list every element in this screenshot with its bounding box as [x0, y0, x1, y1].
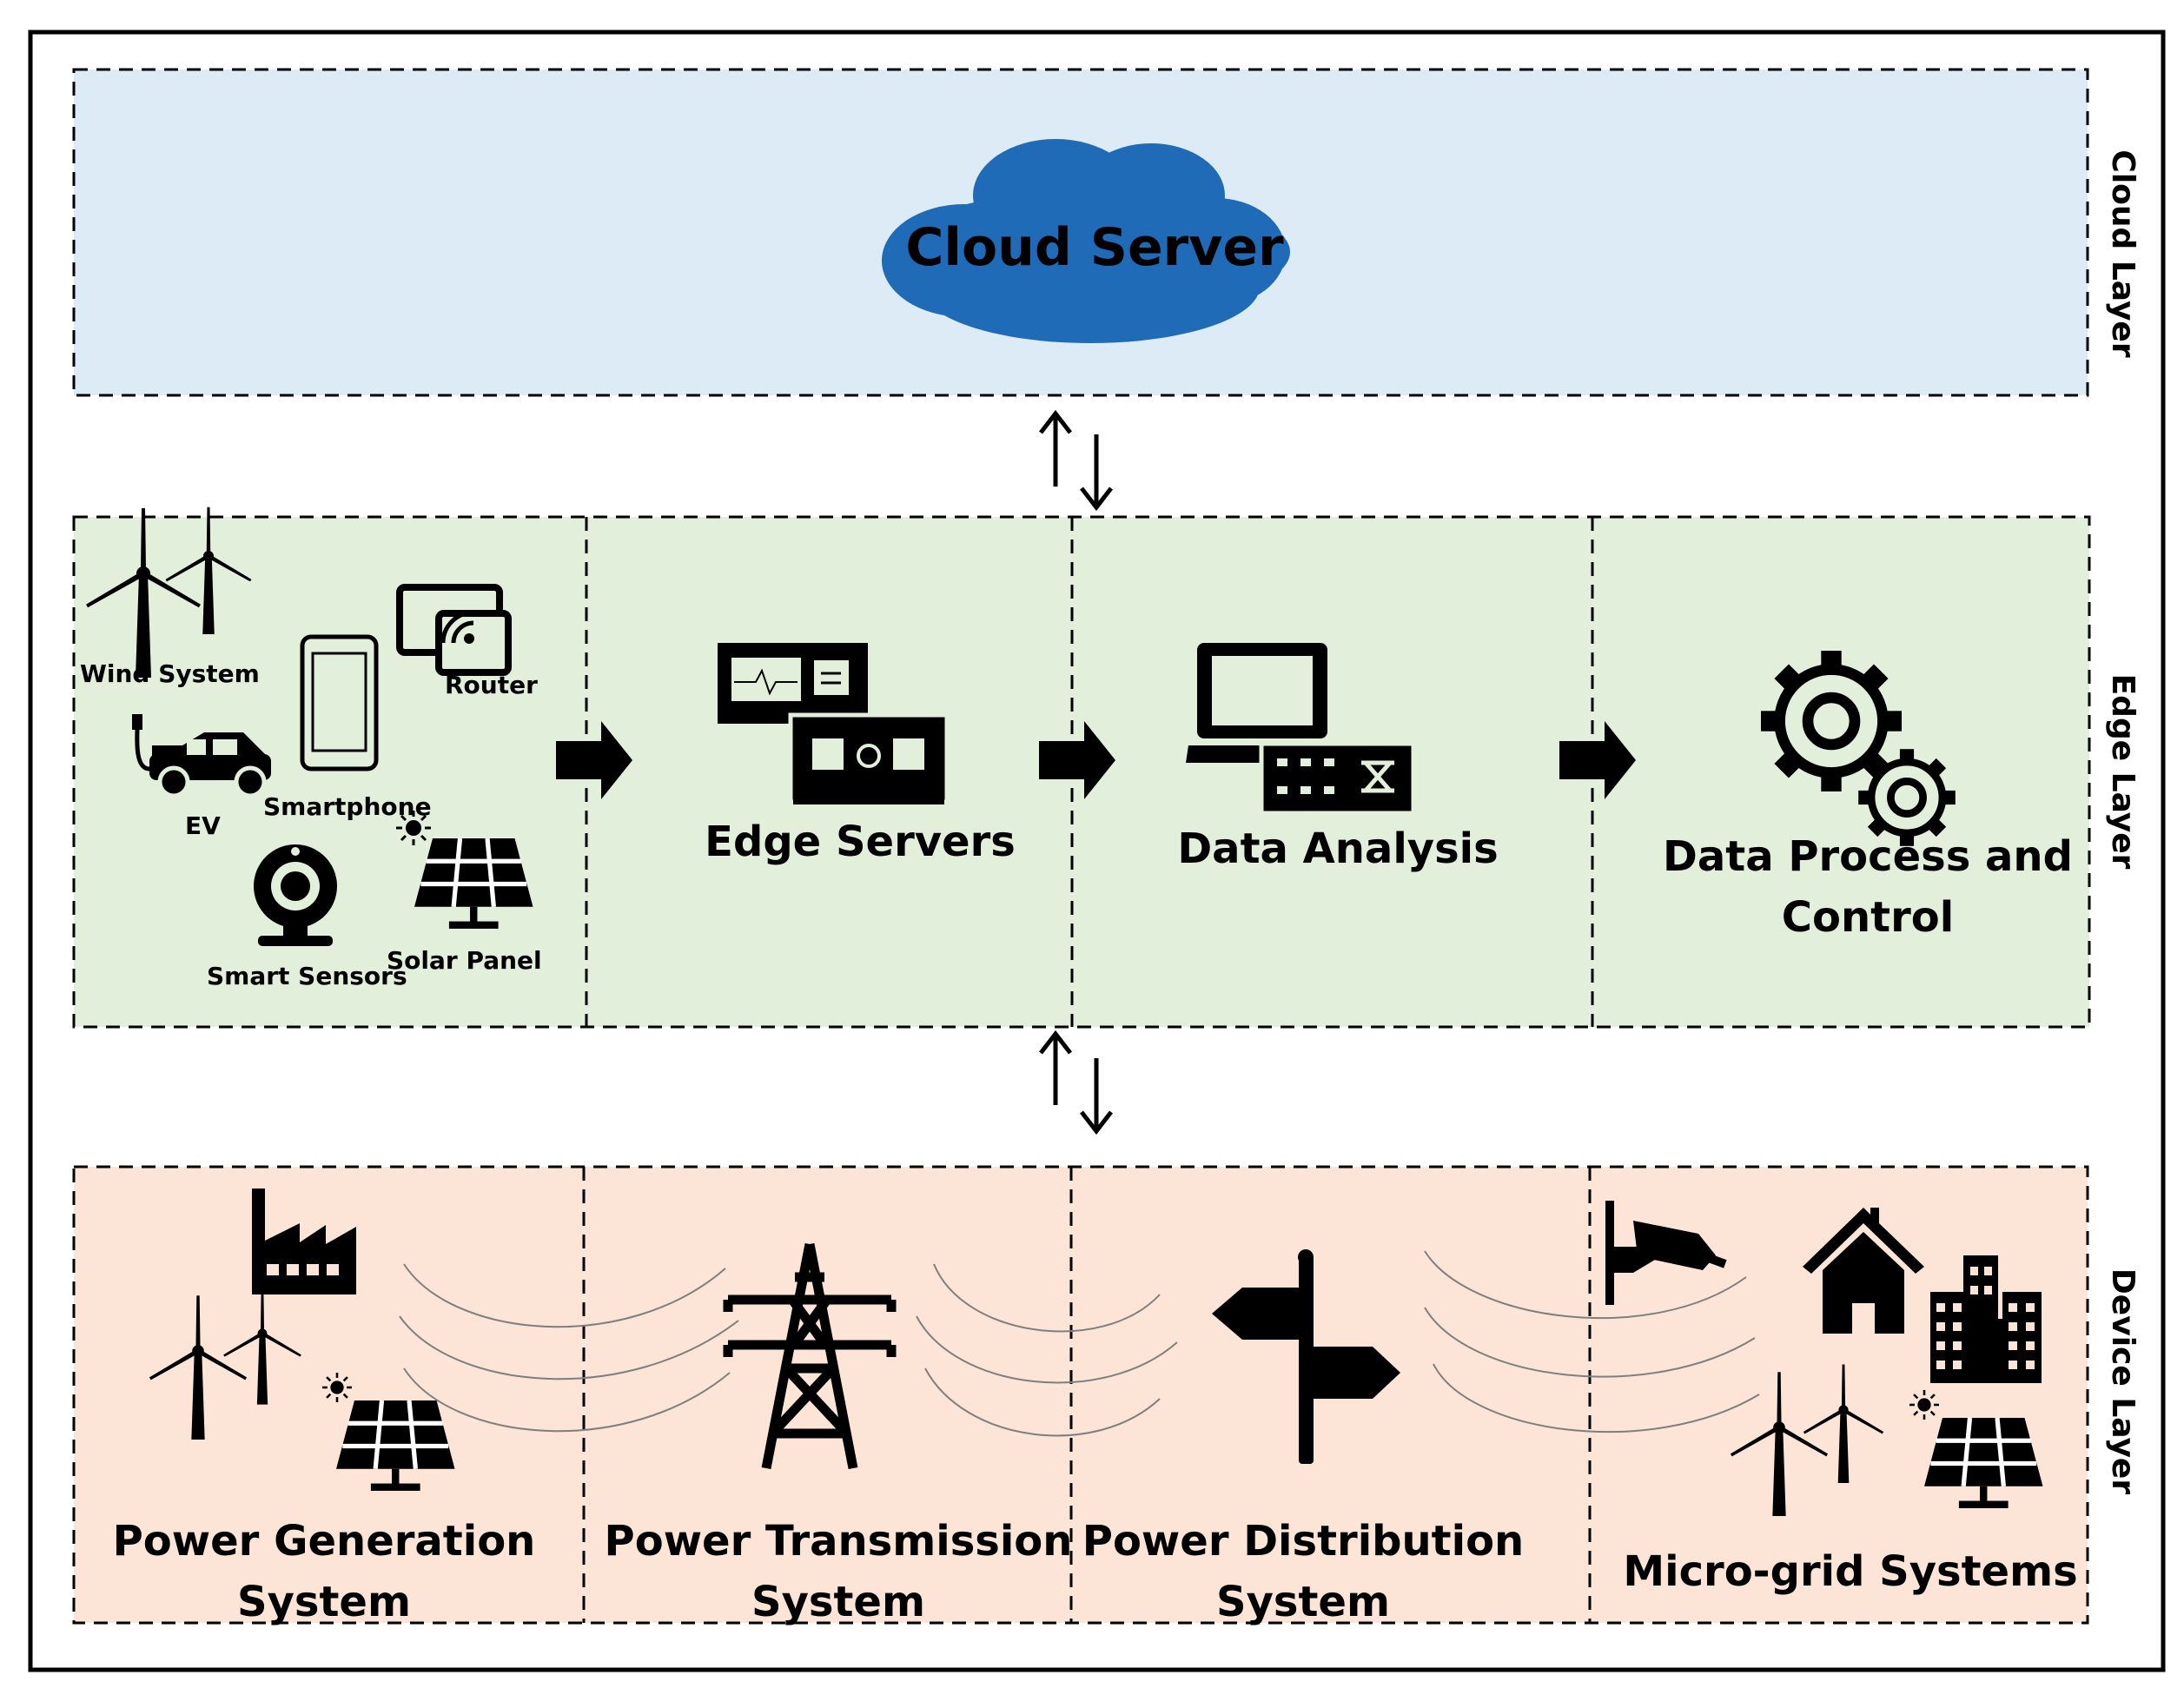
smartphone-icon: [300, 634, 379, 771]
network-switch-icon: [1259, 741, 1416, 816]
edge-servers-label: Edge Servers: [705, 818, 1016, 866]
power-distribution-line1: Power Distribution: [1082, 1517, 1524, 1566]
ev-icon: [132, 714, 271, 798]
microgrid-label: Micro-grid Systems: [1623, 1547, 2077, 1596]
cloud-layer-label: Cloud Layer: [2105, 149, 2141, 357]
data-process-label-line2: Control: [1782, 893, 1954, 942]
smart-sensors-label: Smart Sensors: [207, 962, 407, 990]
device-layer-label: Device Layer: [2105, 1268, 2141, 1494]
data-process-label-line1: Data Process and: [1663, 832, 2073, 881]
cloud-edge-link-arrows: [1039, 409, 1113, 512]
power-line-arcs: [399, 1250, 1760, 1437]
data-analysis-label: Data Analysis: [1177, 824, 1498, 873]
ev-label: EV: [185, 811, 221, 840]
solar-panel-label: Solar Panel: [387, 946, 542, 975]
edge-device-link-arrows: [1039, 1030, 1113, 1136]
wind-system-label: Wind System: [80, 659, 260, 688]
smart-sensor-icon: [254, 844, 337, 946]
house-icon: [1803, 1208, 1924, 1334]
transmission-tower-icon: [723, 1242, 897, 1470]
cloud-server-label: Cloud Server: [905, 217, 1284, 278]
city-buildings-icon: [1930, 1255, 2042, 1383]
router-icon: [396, 584, 512, 676]
power-transmission-line2: System: [751, 1578, 925, 1626]
router-label: Router: [445, 671, 538, 699]
factory-icon: [252, 1188, 356, 1294]
edge-layer-label: Edge Layer: [2105, 674, 2141, 870]
cctv-camera-icon: [1605, 1201, 1727, 1305]
signpost-icon: [1212, 1249, 1400, 1464]
cloud-shape-icon: [882, 139, 1290, 343]
power-transmission-line1: Power Transmission: [605, 1517, 1073, 1566]
smartphone-label: Smartphone: [263, 792, 432, 821]
power-generation-line2: System: [237, 1578, 411, 1626]
edge-servers-icon: [718, 643, 950, 804]
power-generation-line1: Power Generation: [113, 1517, 536, 1566]
device-layer-box: [72, 1165, 2089, 1625]
power-distribution-line2: System: [1216, 1578, 1390, 1626]
